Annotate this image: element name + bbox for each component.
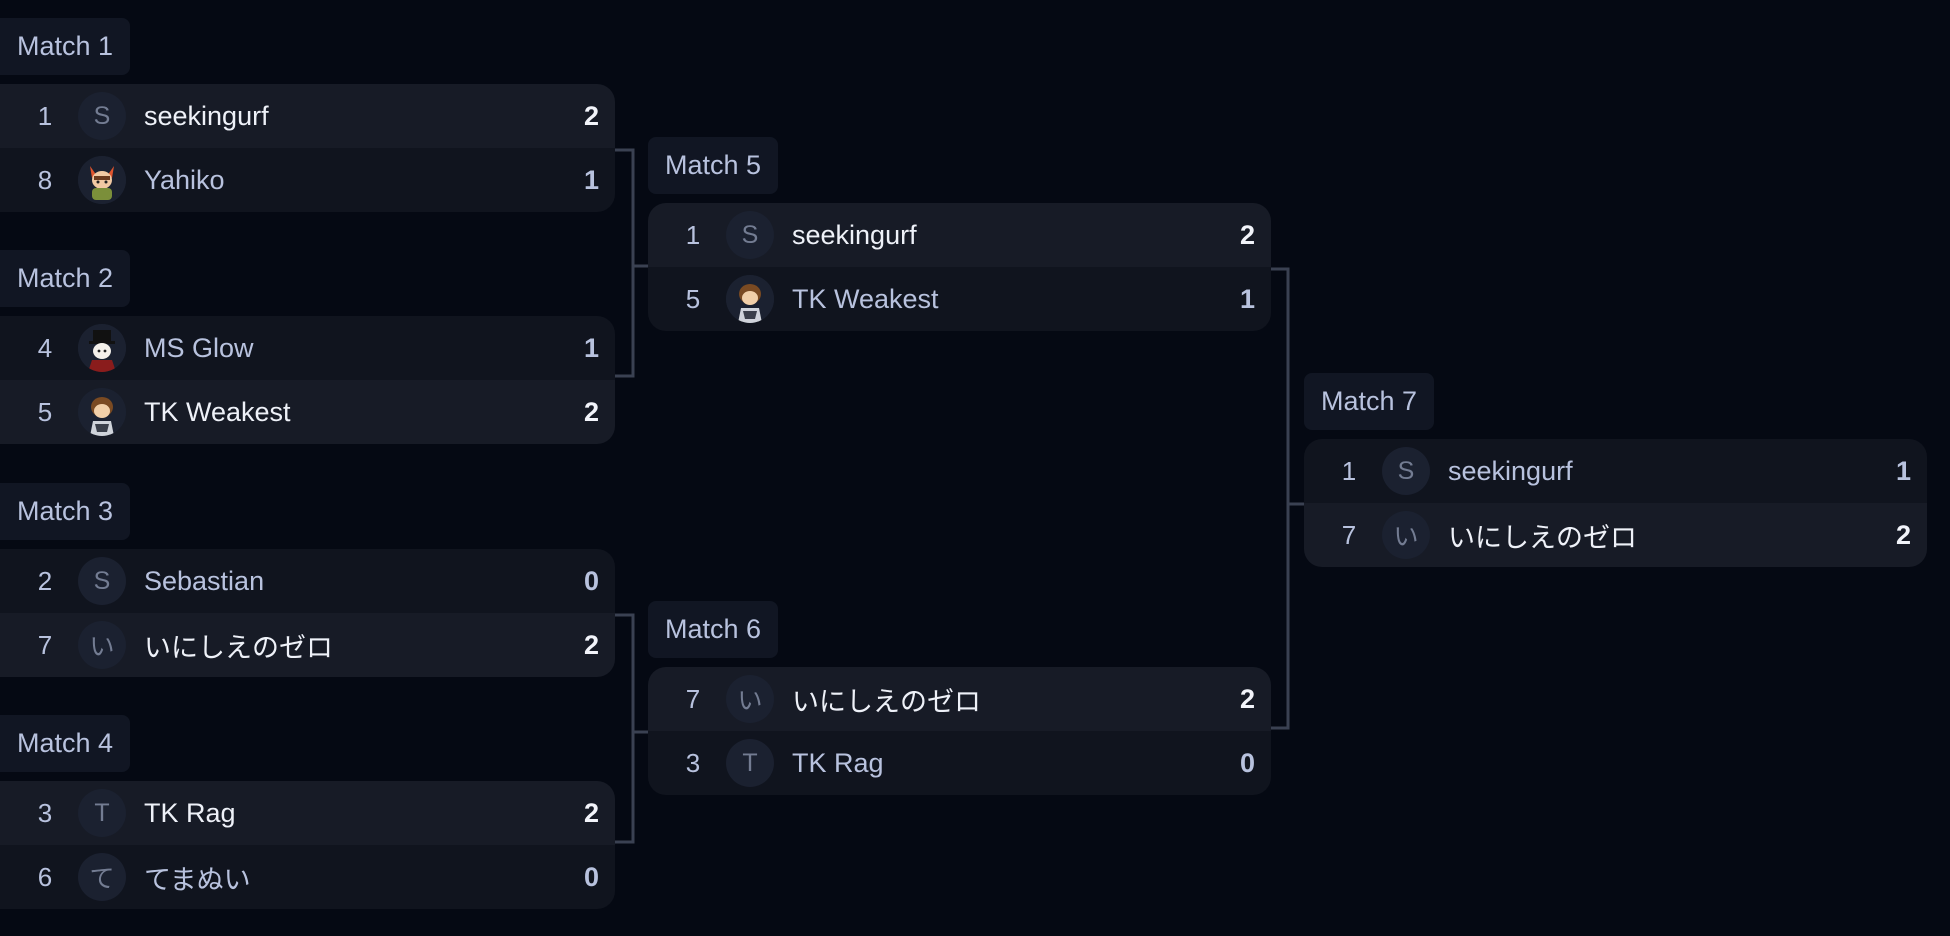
player-name: てまぬい — [144, 864, 251, 895]
player-row[interactable]: 1 S seekingurf 2 — [648, 203, 1271, 267]
avatar: T — [78, 789, 126, 837]
match-1: Match 1 1 S seekingurf 2 8 — [0, 18, 615, 212]
top-hat-character-avatar-icon — [78, 324, 126, 372]
player-name: MS Glow — [144, 332, 254, 363]
match-label: Match 6 — [648, 601, 779, 658]
player-score: 2 — [1239, 683, 1255, 714]
player-seed: 5 — [37, 396, 53, 427]
player-row[interactable]: 3 T TK Rag 0 — [648, 731, 1271, 795]
avatar: S — [78, 557, 126, 605]
player-seed: 8 — [37, 164, 53, 195]
player-score: 0 — [583, 565, 599, 596]
brown-hair-character-avatar-icon — [726, 275, 774, 323]
player-seed: 2 — [37, 565, 53, 596]
connector-m1-m2-to-m5 — [615, 148, 648, 378]
player-name: seekingurf — [1448, 455, 1573, 486]
player-seed: 1 — [37, 100, 53, 131]
avatar: S — [726, 211, 774, 259]
player-seed: 3 — [685, 747, 701, 778]
brown-hair-character-avatar-icon — [78, 388, 126, 436]
player-row[interactable]: 1 S seekingurf 1 — [1304, 439, 1927, 503]
player-name: TK Rag — [792, 747, 884, 778]
player-seed: 7 — [37, 629, 53, 660]
player-name: いにしえのゼロ — [1448, 522, 1637, 553]
player-name: seekingurf — [144, 100, 269, 131]
player-score: 1 — [1239, 283, 1255, 314]
match-4: Match 4 3 T TK Rag 2 6 て てまぬい 0 — [0, 715, 615, 909]
player-score: 2 — [583, 797, 599, 828]
player-score: 2 — [583, 396, 599, 427]
player-row[interactable]: 1 S seekingurf 2 — [0, 84, 615, 148]
player-score: 2 — [583, 100, 599, 131]
match-label: Match 5 — [648, 137, 779, 194]
player-row[interactable]: 7 い いにしえのゼロ 2 — [0, 613, 615, 677]
match-5: Match 5 1 S seekingurf 2 5 — [648, 137, 1271, 331]
match-3: Match 3 2 S Sebastian 0 7 い いにしえのゼロ 2 — [0, 483, 615, 677]
player-seed: 6 — [37, 861, 53, 892]
player-row[interactable]: 7 い いにしえのゼロ 2 — [1304, 503, 1927, 567]
avatar: い — [78, 621, 126, 669]
avatar: い — [726, 675, 774, 723]
player-name: TK Weakest — [792, 283, 939, 314]
player-seed: 5 — [685, 283, 701, 314]
player-name: seekingurf — [792, 219, 917, 250]
avatar: T — [726, 739, 774, 787]
player-seed: 7 — [685, 683, 701, 714]
connector-m5-m6-to-m7 — [1270, 267, 1304, 730]
player-score: 0 — [583, 861, 599, 892]
player-score: 1 — [583, 332, 599, 363]
player-row[interactable]: 2 S Sebastian 0 — [0, 549, 615, 613]
player-row[interactable]: 5 TK Weakest 2 — [0, 380, 615, 444]
player-name: Sebastian — [144, 565, 265, 596]
match-label: Match 4 — [0, 715, 131, 772]
avatar: S — [78, 92, 126, 140]
match-label: Match 2 — [0, 250, 131, 307]
player-seed: 1 — [685, 219, 701, 250]
player-name: いにしえのゼロ — [792, 686, 981, 717]
match-label: Match 7 — [1304, 373, 1435, 430]
player-score: 2 — [583, 629, 599, 660]
player-score: 2 — [1239, 219, 1255, 250]
player-seed: 4 — [37, 332, 53, 363]
player-row[interactable]: 3 T TK Rag 2 — [0, 781, 615, 845]
avatar: い — [1382, 511, 1430, 559]
connector-m3-m4-to-m6 — [615, 613, 648, 844]
match-7: Match 7 1 S seekingurf 1 7 い いにしえのゼロ 2 — [1304, 373, 1927, 567]
player-seed: 3 — [37, 797, 53, 828]
player-seed: 1 — [1341, 455, 1357, 486]
player-row[interactable]: 6 て てまぬい 0 — [0, 845, 615, 909]
player-row[interactable]: 8 Yahiko 1 — [0, 148, 615, 212]
player-name: TK Weakest — [144, 396, 291, 427]
player-score: 1 — [583, 164, 599, 195]
player-score: 0 — [1239, 747, 1255, 778]
fox-character-avatar-icon — [78, 156, 126, 204]
avatar: て — [78, 853, 126, 901]
player-row[interactable]: 5 TK Weakest 1 — [648, 267, 1271, 331]
player-score: 2 — [1895, 519, 1911, 550]
match-2: Match 2 4 MS Glow 1 — [0, 250, 615, 444]
player-row[interactable]: 7 い いにしえのゼロ 2 — [648, 667, 1271, 731]
avatar: S — [1382, 447, 1430, 495]
player-seed: 7 — [1341, 519, 1357, 550]
player-score: 1 — [1895, 455, 1911, 486]
player-name: いにしえのゼロ — [144, 632, 333, 663]
match-label: Match 3 — [0, 483, 131, 540]
player-row[interactable]: 4 MS Glow 1 — [0, 316, 615, 380]
player-name: TK Rag — [144, 797, 236, 828]
match-label: Match 1 — [0, 18, 131, 75]
match-6: Match 6 7 い いにしえのゼロ 2 3 T TK Rag 0 — [648, 601, 1271, 795]
player-name: Yahiko — [144, 164, 225, 195]
